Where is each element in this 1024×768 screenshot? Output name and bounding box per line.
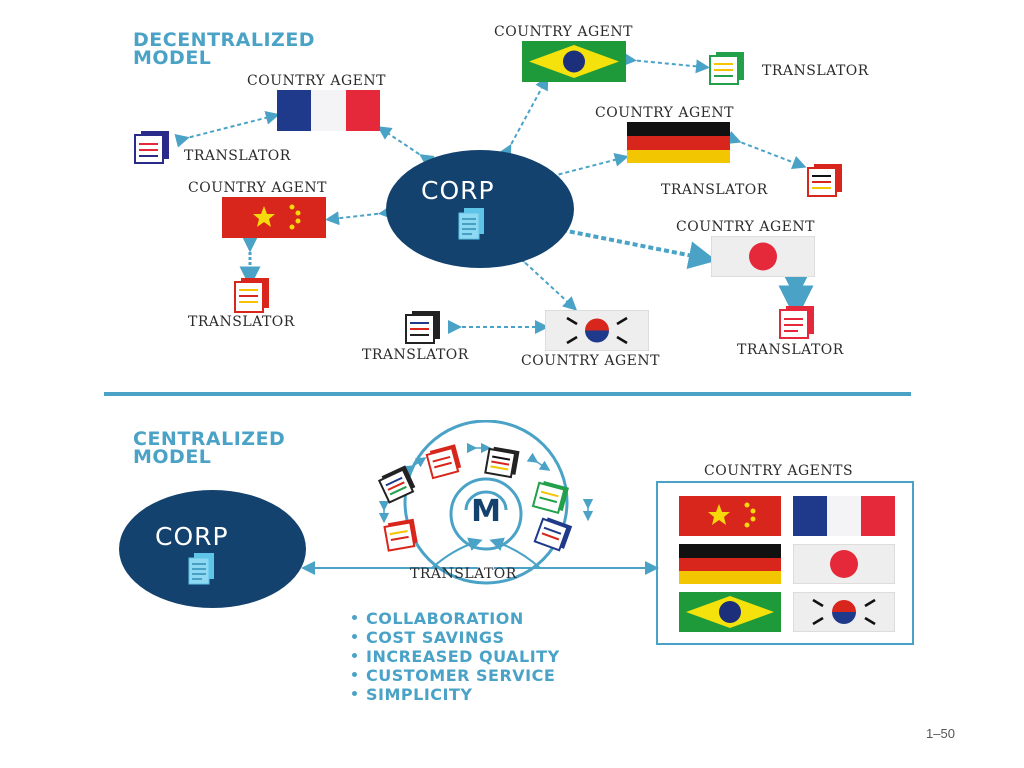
translator-document-icon <box>807 164 842 197</box>
translator-document-icon <box>531 481 569 515</box>
translator-document-icon <box>533 517 573 552</box>
translator-hub <box>301 420 659 585</box>
centralized-heading: CENTRALIZED MODEL <box>133 428 286 468</box>
france-flag <box>793 496 895 536</box>
translator-document-icon <box>484 446 520 479</box>
translator-label: TRANSLATOR <box>184 148 291 164</box>
korea-flag <box>793 592 895 632</box>
hub-logo-arc <box>464 490 508 511</box>
translator-document-icon <box>709 52 744 85</box>
corp-label: CORP <box>421 176 495 205</box>
translator-label: TRANSLATOR <box>410 566 517 582</box>
china-flag <box>679 496 781 536</box>
decentralized-heading: DECENTRALIZED MODEL <box>133 29 316 69</box>
country-agent-label: COUNTRY AGENT <box>494 24 633 40</box>
translator-document-icon <box>234 278 269 313</box>
hub-logo-letter: M <box>471 494 501 529</box>
benefit-item: COLLABORATION <box>352 609 524 628</box>
translator-document-icon <box>134 131 169 164</box>
document-icon <box>188 553 214 585</box>
country-agent-label: COUNTRY AGENT <box>247 73 386 89</box>
translator-document-icon <box>425 444 462 480</box>
section-divider <box>104 392 911 396</box>
benefit-item: CUSTOMER SERVICE <box>352 666 555 685</box>
translator-label: TRANSLATOR <box>762 63 869 79</box>
translator-label: TRANSLATOR <box>737 342 844 358</box>
arrow-corp-china <box>325 205 393 226</box>
benefit-item: COST SAVINGS <box>352 628 505 647</box>
country-agent-label: COUNTRY AGENT <box>676 219 815 235</box>
country-agent-label: COUNTRY AGENT <box>521 353 660 369</box>
document-icon <box>458 208 484 240</box>
translator-document-icon <box>383 518 418 552</box>
country-agents-label: COUNTRY AGENTS <box>704 463 854 479</box>
corp-circle <box>119 490 306 608</box>
country-agent-label: COUNTRY AGENT <box>595 105 734 121</box>
france-flag <box>277 90 380 131</box>
arrow-corp-brazil <box>498 75 549 160</box>
china-flag <box>222 197 326 238</box>
arrow-germany-translator <box>725 130 807 170</box>
germany-flag <box>679 544 781 584</box>
arrow-corp-germany <box>536 152 629 187</box>
translator-document-icon <box>377 465 416 504</box>
arrow-corp-korea <box>510 248 578 311</box>
translator-label: TRANSLATOR <box>188 314 295 330</box>
benefit-item: INCREASED QUALITY <box>352 647 560 666</box>
translator-label: TRANSLATOR <box>362 347 469 363</box>
brazil-flag <box>679 592 781 632</box>
benefit-item: SIMPLICITY <box>352 685 472 704</box>
arrow-france-translator <box>174 110 280 148</box>
arrow-hub-left-curve <box>431 537 483 569</box>
korea-flag <box>545 310 649 351</box>
japan-flag <box>711 236 815 277</box>
page-number: 1–50 <box>926 726 955 741</box>
arrow-hub-right-curve <box>489 537 541 569</box>
brazil-flag <box>522 41 626 82</box>
translator-document-icon <box>405 311 440 344</box>
country-agent-label: COUNTRY AGENT <box>188 180 327 196</box>
corp-label: CORP <box>155 522 229 551</box>
translator-document-icon <box>779 306 814 339</box>
japan-flag <box>793 544 895 584</box>
hub-inner-ring <box>449 477 523 551</box>
decentralized-connectors <box>174 52 814 334</box>
translator-label: TRANSLATOR <box>661 182 768 198</box>
arrow-corp-france <box>377 126 435 168</box>
germany-flag <box>627 122 730 163</box>
country-agents-box <box>656 481 914 645</box>
arrow-brazil-translator <box>622 52 710 74</box>
